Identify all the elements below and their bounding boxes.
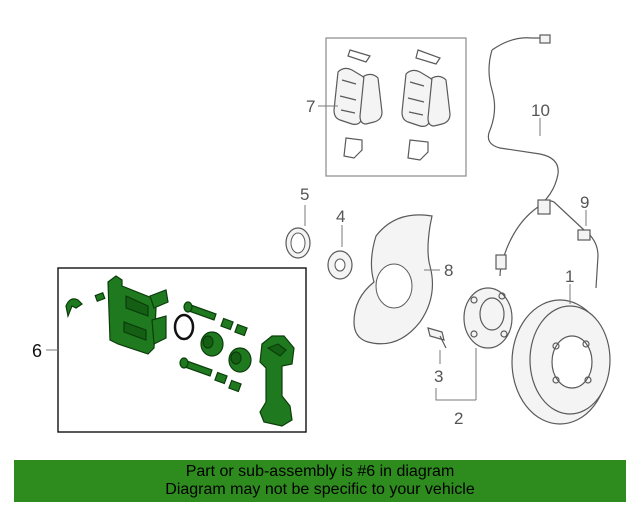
callout-8: 8 bbox=[444, 261, 453, 280]
hub-cap[interactable] bbox=[327, 250, 353, 280]
callout-2: 2 bbox=[454, 409, 463, 428]
wheel-stud[interactable] bbox=[427, 327, 447, 349]
callout-5: 5 bbox=[300, 185, 309, 204]
brake-hose[interactable] bbox=[537, 199, 599, 289]
info-banner: Part or sub-assembly is #6 in diagram Di… bbox=[14, 460, 626, 502]
abs-sensor-wire[interactable] bbox=[487, 34, 559, 277]
callout-1: 1 bbox=[565, 267, 574, 286]
dust-shield[interactable] bbox=[353, 214, 433, 345]
callout-10: 10 bbox=[531, 101, 550, 120]
banner-line-1: Part or sub-assembly is #6 in diagram bbox=[185, 463, 455, 480]
banner-line-2: Diagram may not be specific to your vehi… bbox=[165, 481, 475, 498]
brake-pad-kit-group[interactable] bbox=[325, 37, 467, 177]
wheel-hub[interactable] bbox=[463, 287, 513, 349]
callout-3: 3 bbox=[434, 367, 443, 386]
brake-rotor[interactable] bbox=[511, 299, 611, 425]
caliper-assembly-group[interactable] bbox=[57, 267, 307, 433]
callout-6: 6 bbox=[32, 341, 42, 361]
parts-diagram: 7 10 9 5 4 8 3 bbox=[32, 34, 611, 433]
callout-9: 9 bbox=[580, 193, 589, 212]
callout-7: 7 bbox=[306, 97, 315, 116]
seal-ring[interactable] bbox=[285, 227, 311, 259]
callout-4: 4 bbox=[336, 207, 345, 226]
